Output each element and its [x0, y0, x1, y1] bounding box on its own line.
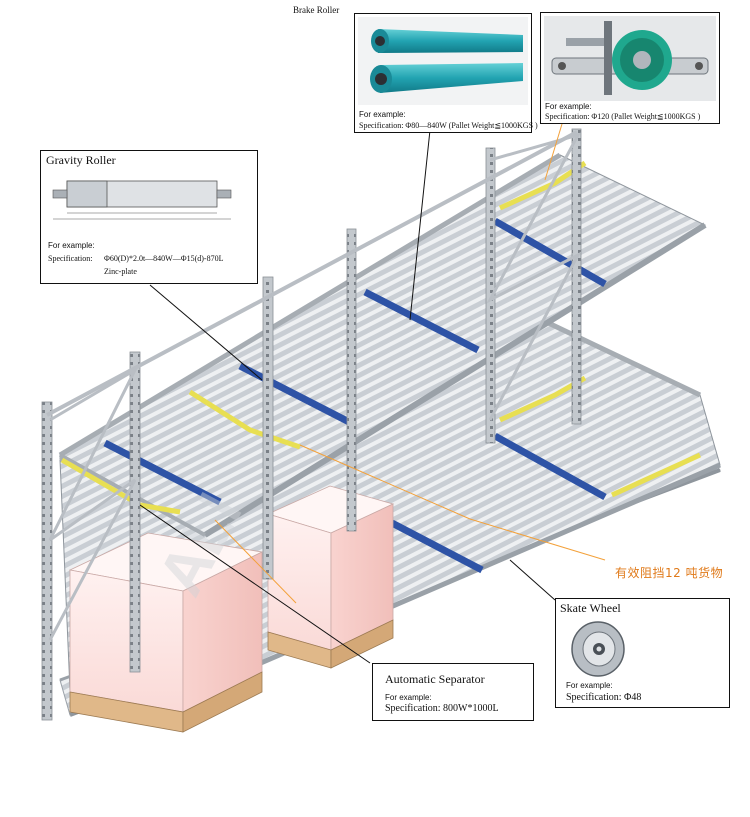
gravity-roller-finish: Zinc-plate [104, 267, 137, 276]
gravity-roller-example: For example: [48, 241, 95, 250]
skate-wheel-callout: Skate Wheel For example: Specification: … [555, 598, 730, 708]
brake-roller-example: For example: [359, 110, 406, 119]
gravity-roller-drawing [49, 171, 249, 231]
speed-controller-example: For example: [545, 102, 592, 111]
gravity-roller-callout: Gravity Roller For example: Specificatio… [40, 150, 258, 284]
automatic-separator-callout: Automatic Separator For example: Specifi… [372, 663, 534, 721]
gravity-roller-spec-label: Specification: [48, 254, 93, 263]
automatic-separator-title: Automatic Separator [385, 672, 485, 686]
skate-wheel-photo [568, 619, 628, 679]
speed-controller-callout: For example: Specification: Φ120 (Pallet… [540, 12, 720, 124]
automatic-separator-spec: Specification: 800W*1000L [385, 703, 499, 714]
gravity-roller-spec-value: Φ60(D)*2.0t—840W—Φ15(d)-870L [104, 254, 224, 263]
speed-controller-photo [544, 16, 716, 101]
gravity-roller-title: Gravity Roller [46, 153, 116, 167]
blocking-capacity-note: 有效阻挡12 吨货物 [615, 566, 724, 580]
skate-wheel-example: For example: [566, 681, 613, 690]
brake-roller-photo [358, 17, 528, 105]
speed-controller-spec: Specification: Φ120 (Pallet Weight≦1000K… [545, 112, 701, 121]
skate-wheel-spec: Specification: Φ48 [566, 692, 642, 703]
leader-lines [139, 123, 606, 664]
brake-roller-spec: Specification: Φ80—840W (Pallet Weight≦1… [359, 121, 538, 130]
pallet-box-right [266, 485, 395, 669]
pallet-box-left [68, 532, 264, 733]
brake-roller-heading: Brake Roller [293, 5, 340, 15]
brake-roller-callout: For example: Specification: Φ80—840W (Pa… [354, 13, 538, 133]
skate-wheel-title: Skate Wheel [560, 601, 621, 615]
blue-stop-bars [103, 217, 607, 574]
upright-frames [41, 128, 582, 721]
automatic-separator-example: For example: [385, 693, 432, 702]
